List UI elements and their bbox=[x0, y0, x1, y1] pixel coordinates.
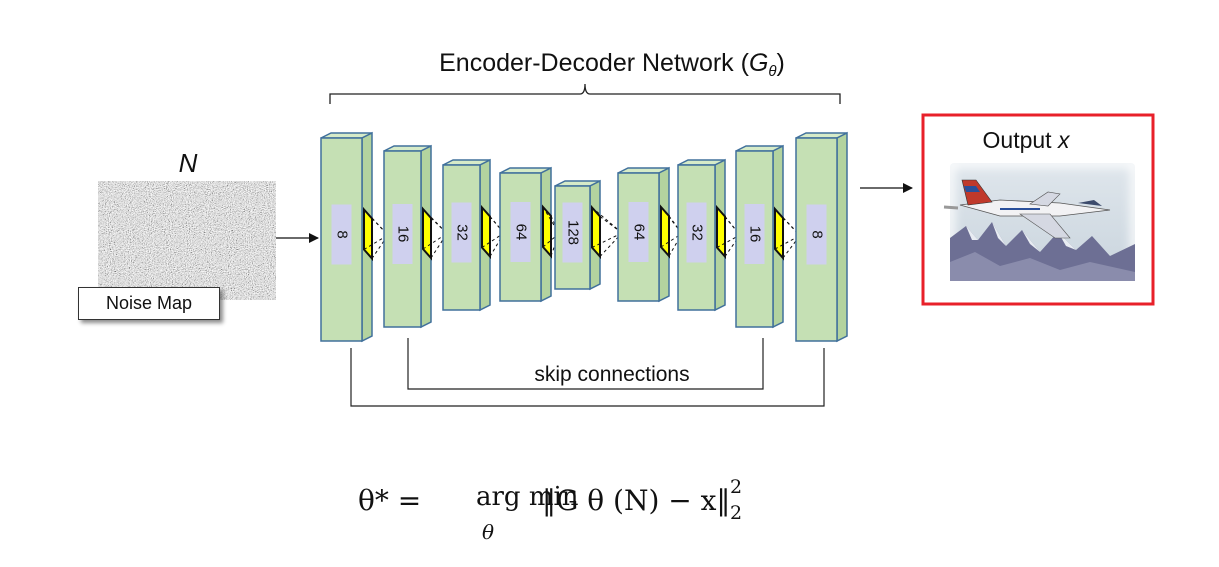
kernel-projection-line bbox=[782, 235, 801, 259]
conv-layer-3: 32 bbox=[442, 158, 505, 312]
layer-channel-count: 64 bbox=[513, 224, 530, 241]
layer-label-box bbox=[686, 202, 707, 263]
layer-channel-count: 64 bbox=[631, 224, 648, 241]
layer-label-box bbox=[331, 204, 352, 265]
skip-connection-outer bbox=[350, 348, 825, 407]
input-symbol: N bbox=[179, 148, 198, 178]
conv-kernel bbox=[481, 204, 491, 260]
skip-connections-label: skip connections bbox=[534, 363, 689, 386]
noise-map-image bbox=[98, 181, 276, 300]
output-image bbox=[943, 159, 1139, 285]
conv-layer-7: 32 bbox=[677, 158, 741, 312]
kernel-projection-line bbox=[599, 216, 623, 234]
kernel-projection-line bbox=[668, 233, 683, 257]
layer-front-face bbox=[383, 150, 422, 328]
conv-layer-2: 16 bbox=[383, 144, 448, 329]
layer-label-box bbox=[744, 204, 765, 264]
skip-connection-inner bbox=[407, 338, 764, 390]
conv-layer-8: 16 bbox=[735, 144, 801, 329]
conv-kernel bbox=[363, 206, 373, 262]
output-label: Output x bbox=[983, 127, 1071, 153]
layer-label-box bbox=[628, 202, 649, 262]
layer-stack: 8 16 32 64 128 64 32 16 8 bbox=[320, 131, 848, 343]
layer-label-box bbox=[562, 202, 583, 263]
formula-superscript: 2 bbox=[730, 476, 743, 498]
layer-front-face bbox=[735, 150, 774, 328]
layer-label-box bbox=[451, 202, 472, 263]
kernel-projection-line bbox=[371, 234, 389, 259]
conv-layer-9: 8 bbox=[795, 131, 848, 343]
conv-kernel bbox=[660, 204, 670, 259]
formula-subscript: 2 bbox=[730, 502, 743, 524]
layer-channel-count: 32 bbox=[689, 224, 706, 241]
network-title: Encoder-Decoder Network (Gθ) bbox=[439, 49, 785, 80]
network-brace bbox=[329, 83, 841, 104]
formula-lhs: θ* = bbox=[358, 484, 422, 517]
formula-operator: arg min bbox=[476, 482, 579, 512]
conv-layer-5: 128 bbox=[554, 179, 623, 291]
layer-channel-count: 8 bbox=[809, 230, 826, 238]
kernel-projection-line bbox=[422, 233, 448, 250]
conv-layer-1: 8 bbox=[320, 131, 389, 343]
layer-label-box bbox=[806, 204, 827, 265]
conv-kernel bbox=[774, 206, 784, 261]
conv-kernel bbox=[591, 204, 601, 260]
layer-label-box bbox=[392, 204, 413, 264]
layer-channel-count: 16 bbox=[395, 226, 412, 243]
conv-kernel bbox=[716, 204, 726, 260]
formula-operator-subscript: θ bbox=[482, 520, 495, 544]
conv-layer-6: 64 bbox=[617, 166, 683, 303]
kernel-projection-line bbox=[716, 234, 741, 248]
kernel-projection-line bbox=[774, 235, 801, 250]
layer-label-box bbox=[510, 202, 531, 262]
kernel-projection-line bbox=[724, 234, 741, 257]
kernel-projection-line bbox=[591, 207, 623, 234]
layer-channel-count: 8 bbox=[334, 230, 351, 238]
kernel-projection-line bbox=[481, 232, 505, 248]
conv-kernel bbox=[422, 206, 432, 261]
layer-channel-count: 128 bbox=[565, 220, 582, 245]
formula-rhs: ‖G θ (N) − x‖ bbox=[542, 484, 731, 517]
noise-map-label: Noise Map bbox=[78, 287, 220, 320]
layer-channel-count: 16 bbox=[747, 226, 764, 243]
kernel-projection-line bbox=[489, 232, 505, 257]
layer-side-face bbox=[836, 131, 848, 343]
layer-channel-count: 32 bbox=[454, 224, 471, 241]
kernel-projection-line bbox=[363, 234, 389, 250]
conv-layer-4: 64 bbox=[499, 166, 560, 303]
objective-formula: θ* = arg min θ ‖G θ (N) − x‖ 2 2 bbox=[358, 476, 778, 550]
